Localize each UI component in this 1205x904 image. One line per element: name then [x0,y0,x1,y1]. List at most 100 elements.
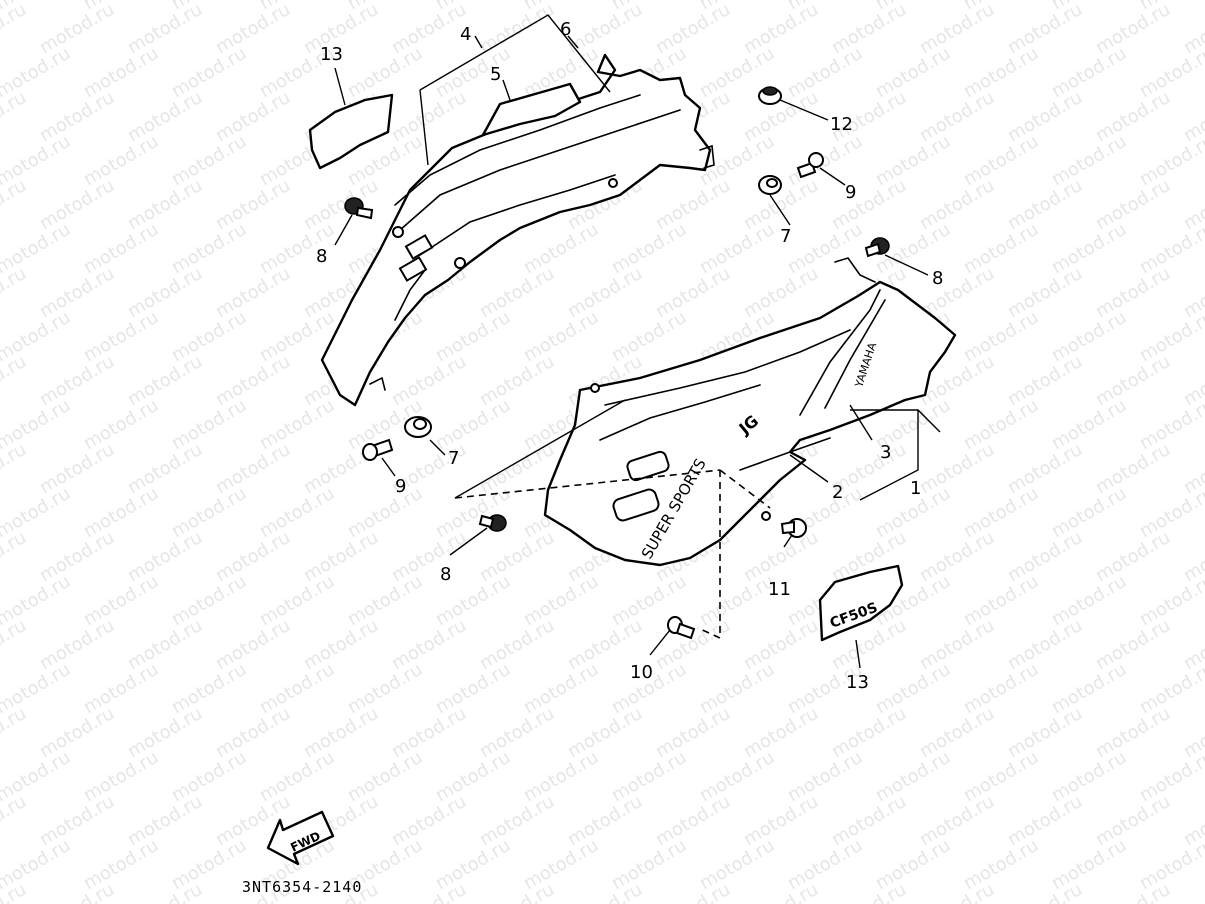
watermark-text: motod.ru [432,307,514,366]
watermark-text: motod.ru [388,527,470,586]
watermark-text: motod.ru [36,615,118,674]
watermark-text: motod.ru [168,747,250,806]
watermark-text: motod.ru [344,43,426,102]
watermark-text: motod.ru [0,87,30,146]
watermark-text: motod.ru [344,747,426,806]
watermark-text: motod.ru [1048,307,1130,366]
watermark-text: motod.ru [256,395,338,454]
watermark-text: motod.ru [344,483,426,542]
watermark-text: motod.ru [916,0,998,58]
watermark-text: motod.ru [1092,703,1174,762]
watermark-text: motod.ru [960,483,1042,542]
watermark-text: motod.ru [960,835,1042,894]
watermark-text: motod.ru [432,395,514,454]
screw-11 [761,511,807,538]
watermark-text: motod.ru [80,483,162,542]
watermark-text: motod.ru [960,659,1042,718]
watermark-text: motod.ru [344,571,426,630]
watermark-text: motod.ru [476,263,558,322]
watermark-text: motod.ru [0,263,30,322]
watermark-text: motod.ru [696,571,778,630]
watermark-text: motod.ru [520,219,602,278]
watermark-text: motod.ru [0,703,30,762]
watermark-text: motod.ru [80,659,162,718]
watermark-text: motod.ru [124,527,206,586]
watermark-text: motod.ru [1004,615,1086,674]
watermark-text: motod.ru [124,263,206,322]
callout-7-upper: 7 [780,226,791,247]
watermark-text: motod.ru [960,131,1042,190]
watermark-text: motod.ru [80,307,162,366]
callout-11: 11 [768,579,791,600]
watermark-text: motod.ru [1048,659,1130,718]
watermark-text: motod.ru [1092,175,1174,234]
watermark-text: motod.ru [1136,747,1205,806]
watermark-text: motod.ru [652,791,734,850]
watermark-text: motod.ru [476,791,558,850]
callout-3: 3 [880,442,891,463]
watermark-text: motod.ru [388,879,470,904]
watermark-text: motod.ru [608,835,690,894]
callout-1: 1 [910,478,921,499]
watermark-text: motod.ru [916,527,998,586]
watermark-text: motod.ru [80,219,162,278]
watermark-text: motod.ru [1004,439,1086,498]
watermark-text: motod.ru [872,43,954,102]
watermark-text: motod.ru [124,351,206,410]
callout-8-upper-left: 8 [316,246,327,267]
watermark-text: motod.ru [916,879,998,904]
screw-9-upper [796,152,824,179]
bolt-8-right [864,237,890,258]
watermark-text: motod.ru [212,439,294,498]
watermark-text: motod.ru [80,395,162,454]
watermark-text: motod.ru [608,747,690,806]
watermark-text: motod.ru [168,659,250,718]
watermark-text: motod.ru [652,263,734,322]
watermark-text: motod.ru [1092,351,1174,410]
watermark-text: motod.ru [1048,571,1130,630]
watermark-text: motod.ru [740,791,822,850]
watermark-text: motod.ru [1004,0,1086,58]
watermark-text: motod.ru [1136,131,1205,190]
callout-7-lower: 7 [448,448,459,469]
watermark-text: motod.ru [212,351,294,410]
watermark-text: motod.ru [520,835,602,894]
watermark-text: motod.ru [36,439,118,498]
watermark-text: motod.ru [564,791,646,850]
watermark-text: motod.ru [168,571,250,630]
watermark-text: motod.ru [1048,483,1130,542]
watermark-text: motod.ru [960,219,1042,278]
watermark-text: motod.ru [1004,791,1086,850]
watermark-text: motod.ru [36,351,118,410]
watermark-text: motod.ru [916,439,998,498]
watermark-text: motod.ru [1048,219,1130,278]
watermark-text: motod.ru [828,0,910,58]
watermark-text: motod.ru [124,0,206,58]
watermark-text: motod.ru [300,703,382,762]
watermark-text: motod.ru [1004,527,1086,586]
watermark-text: motod.ru [124,791,206,850]
watermark-text: motod.ru [1004,351,1086,410]
watermark-text: motod.ru [740,527,822,586]
decal-13-emblem: CF50S [818,564,904,642]
watermark-text: motod.ru [696,219,778,278]
callout-8-right: 8 [932,268,943,289]
watermark-text: motod.ru [0,351,30,410]
watermark-text: motod.ru [344,659,426,718]
watermark-text: motod.ru [212,87,294,146]
leader-lines [334,14,941,669]
watermark-text: motod.ru [828,791,910,850]
callout-12: 12 [830,114,853,135]
watermark-text: motod.ru [388,703,470,762]
watermark-text: motod.ru [432,747,514,806]
watermark-text: motod.ru [36,703,118,762]
watermark-text: motod.ru [1092,263,1174,322]
watermark-text: motod.ru [564,263,646,322]
watermark-text: motod.ru [520,571,602,630]
callout-5: 5 [490,64,501,85]
watermark-text: motod.ru [872,131,954,190]
watermark-text: motod.ru [256,483,338,542]
watermark-text: motod.ru [916,175,998,234]
watermark-text: motod.ru [1136,307,1205,366]
watermark-text: motod.ru [1004,175,1086,234]
